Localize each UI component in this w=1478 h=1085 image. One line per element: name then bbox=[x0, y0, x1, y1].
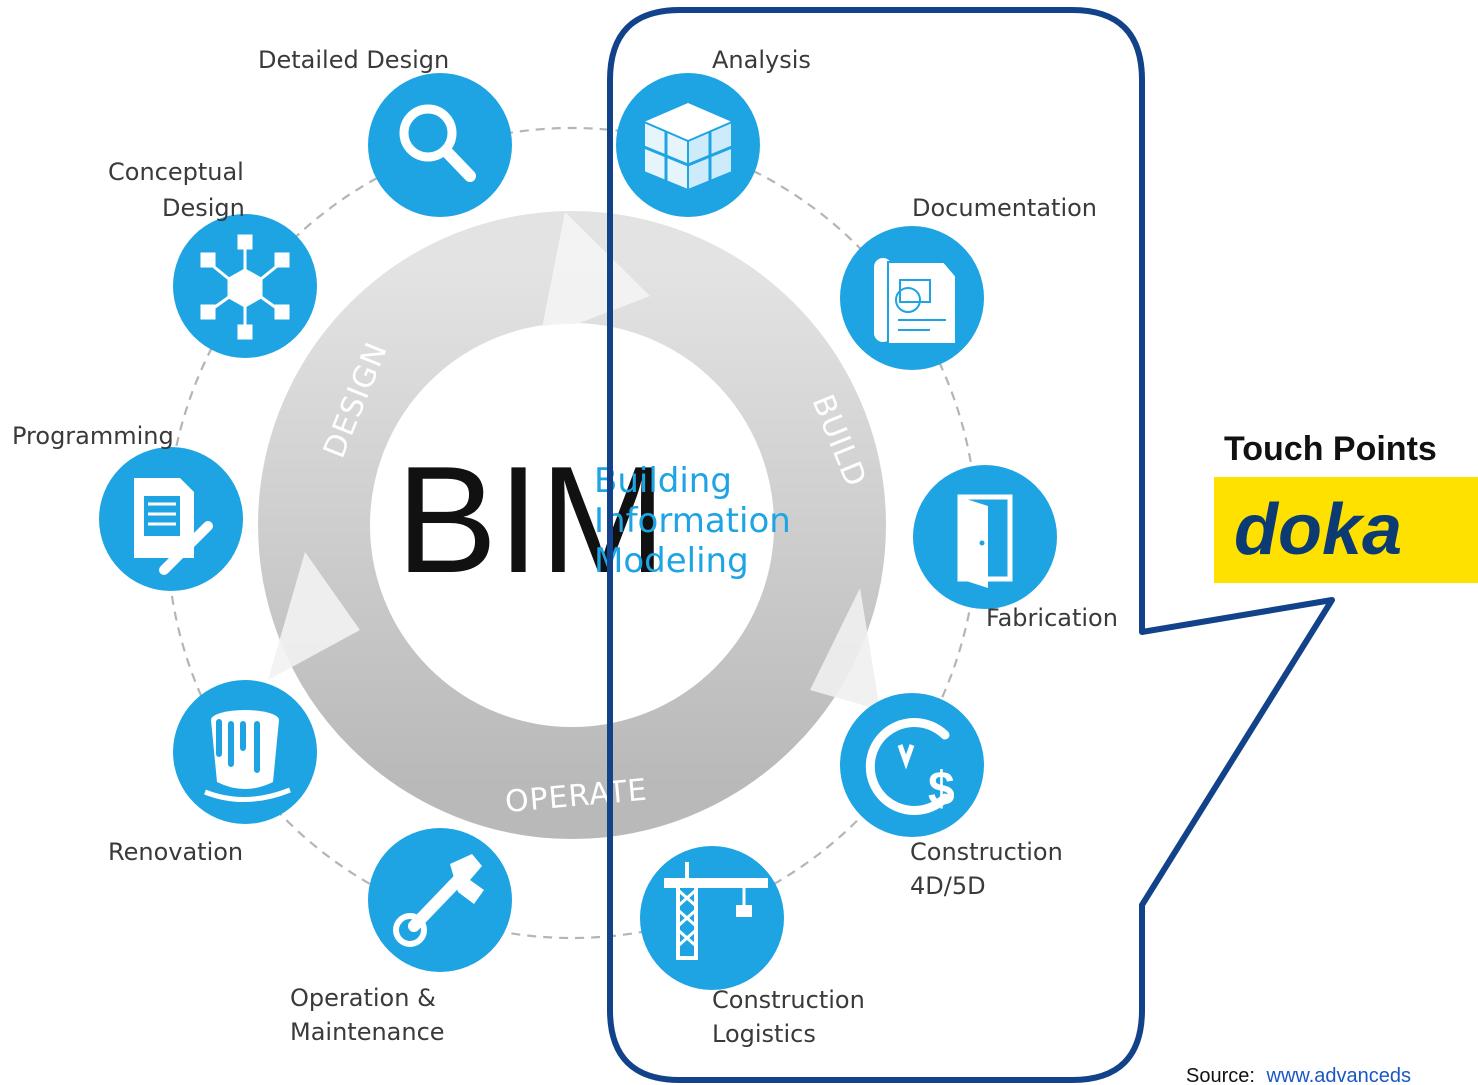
step-detailed-design: Detailed Design bbox=[258, 46, 512, 217]
doka-logo: doka bbox=[1214, 477, 1478, 583]
source-credit: Source: www.advanceds bbox=[1186, 1065, 1411, 1085]
blueprint-icon bbox=[874, 258, 957, 345]
doka-logo-text: doka bbox=[1234, 490, 1402, 570]
door-icon bbox=[957, 494, 1013, 588]
bim-subtitle-line-3: Modeling bbox=[594, 541, 749, 581]
step-label-operation-line-1: Operation & bbox=[290, 984, 436, 1012]
step-analysis: Analysis bbox=[616, 46, 811, 217]
step-construction-4d5d: $ Construction 4D/5D bbox=[840, 693, 1063, 900]
network-nodes-icon bbox=[200, 234, 290, 340]
step-construction-logistics: Construction Logistics bbox=[640, 846, 865, 1048]
step-label-detailed-design: Detailed Design bbox=[258, 46, 449, 74]
touch-points-callout-border bbox=[607, 7, 1335, 1083]
step-label-conceptual-line-2: Design bbox=[162, 194, 245, 222]
step-documentation: Documentation bbox=[840, 194, 1097, 370]
cube-grid-icon bbox=[643, 103, 733, 192]
step-label-renovation: Renovation bbox=[108, 838, 243, 866]
step-programming: Programming bbox=[12, 422, 243, 591]
magnifier-icon bbox=[399, 104, 476, 182]
step-label-programming: Programming bbox=[12, 422, 174, 450]
cycle-ring bbox=[258, 211, 886, 839]
svg-text:$: $ bbox=[928, 763, 955, 816]
step-label-construction-4d5d-line-1: Construction bbox=[910, 838, 1063, 866]
paint-bucket-icon bbox=[204, 710, 291, 802]
step-label-conceptual-line-1: Conceptual bbox=[108, 158, 244, 186]
step-label-analysis: Analysis bbox=[712, 46, 811, 74]
step-label-fabrication: Fabrication bbox=[986, 604, 1118, 632]
step-conceptual-design: Conceptual Design bbox=[108, 158, 317, 358]
bim-subtitle-line-2: Information bbox=[594, 501, 791, 541]
step-label-construction-logistics-line-2: Logistics bbox=[712, 1020, 816, 1048]
step-label-documentation: Documentation bbox=[912, 194, 1097, 222]
step-label-construction-logistics-line-1: Construction bbox=[712, 986, 865, 1014]
step-fabrication: Fabrication bbox=[913, 465, 1118, 632]
bim-subtitle-line-1: Building bbox=[594, 461, 732, 501]
step-operation-maintenance: Operation & Maintenance bbox=[290, 828, 512, 1046]
source-prefix: Source: bbox=[1186, 1065, 1255, 1085]
step-renovation: Renovation bbox=[108, 680, 317, 866]
clock-dollar-icon: $ bbox=[865, 718, 955, 816]
crane-icon bbox=[664, 862, 768, 960]
step-label-operation-line-2: Maintenance bbox=[290, 1018, 445, 1046]
source-link[interactable]: www.advanceds bbox=[1266, 1065, 1412, 1085]
step-label-construction-4d5d-line-2: 4D/5D bbox=[910, 872, 986, 900]
document-pencil-icon bbox=[134, 478, 213, 575]
wrench-icon bbox=[393, 854, 484, 947]
touch-points-title: Touch Points bbox=[1224, 430, 1437, 468]
bim-acronym: BIM bbox=[396, 435, 666, 605]
